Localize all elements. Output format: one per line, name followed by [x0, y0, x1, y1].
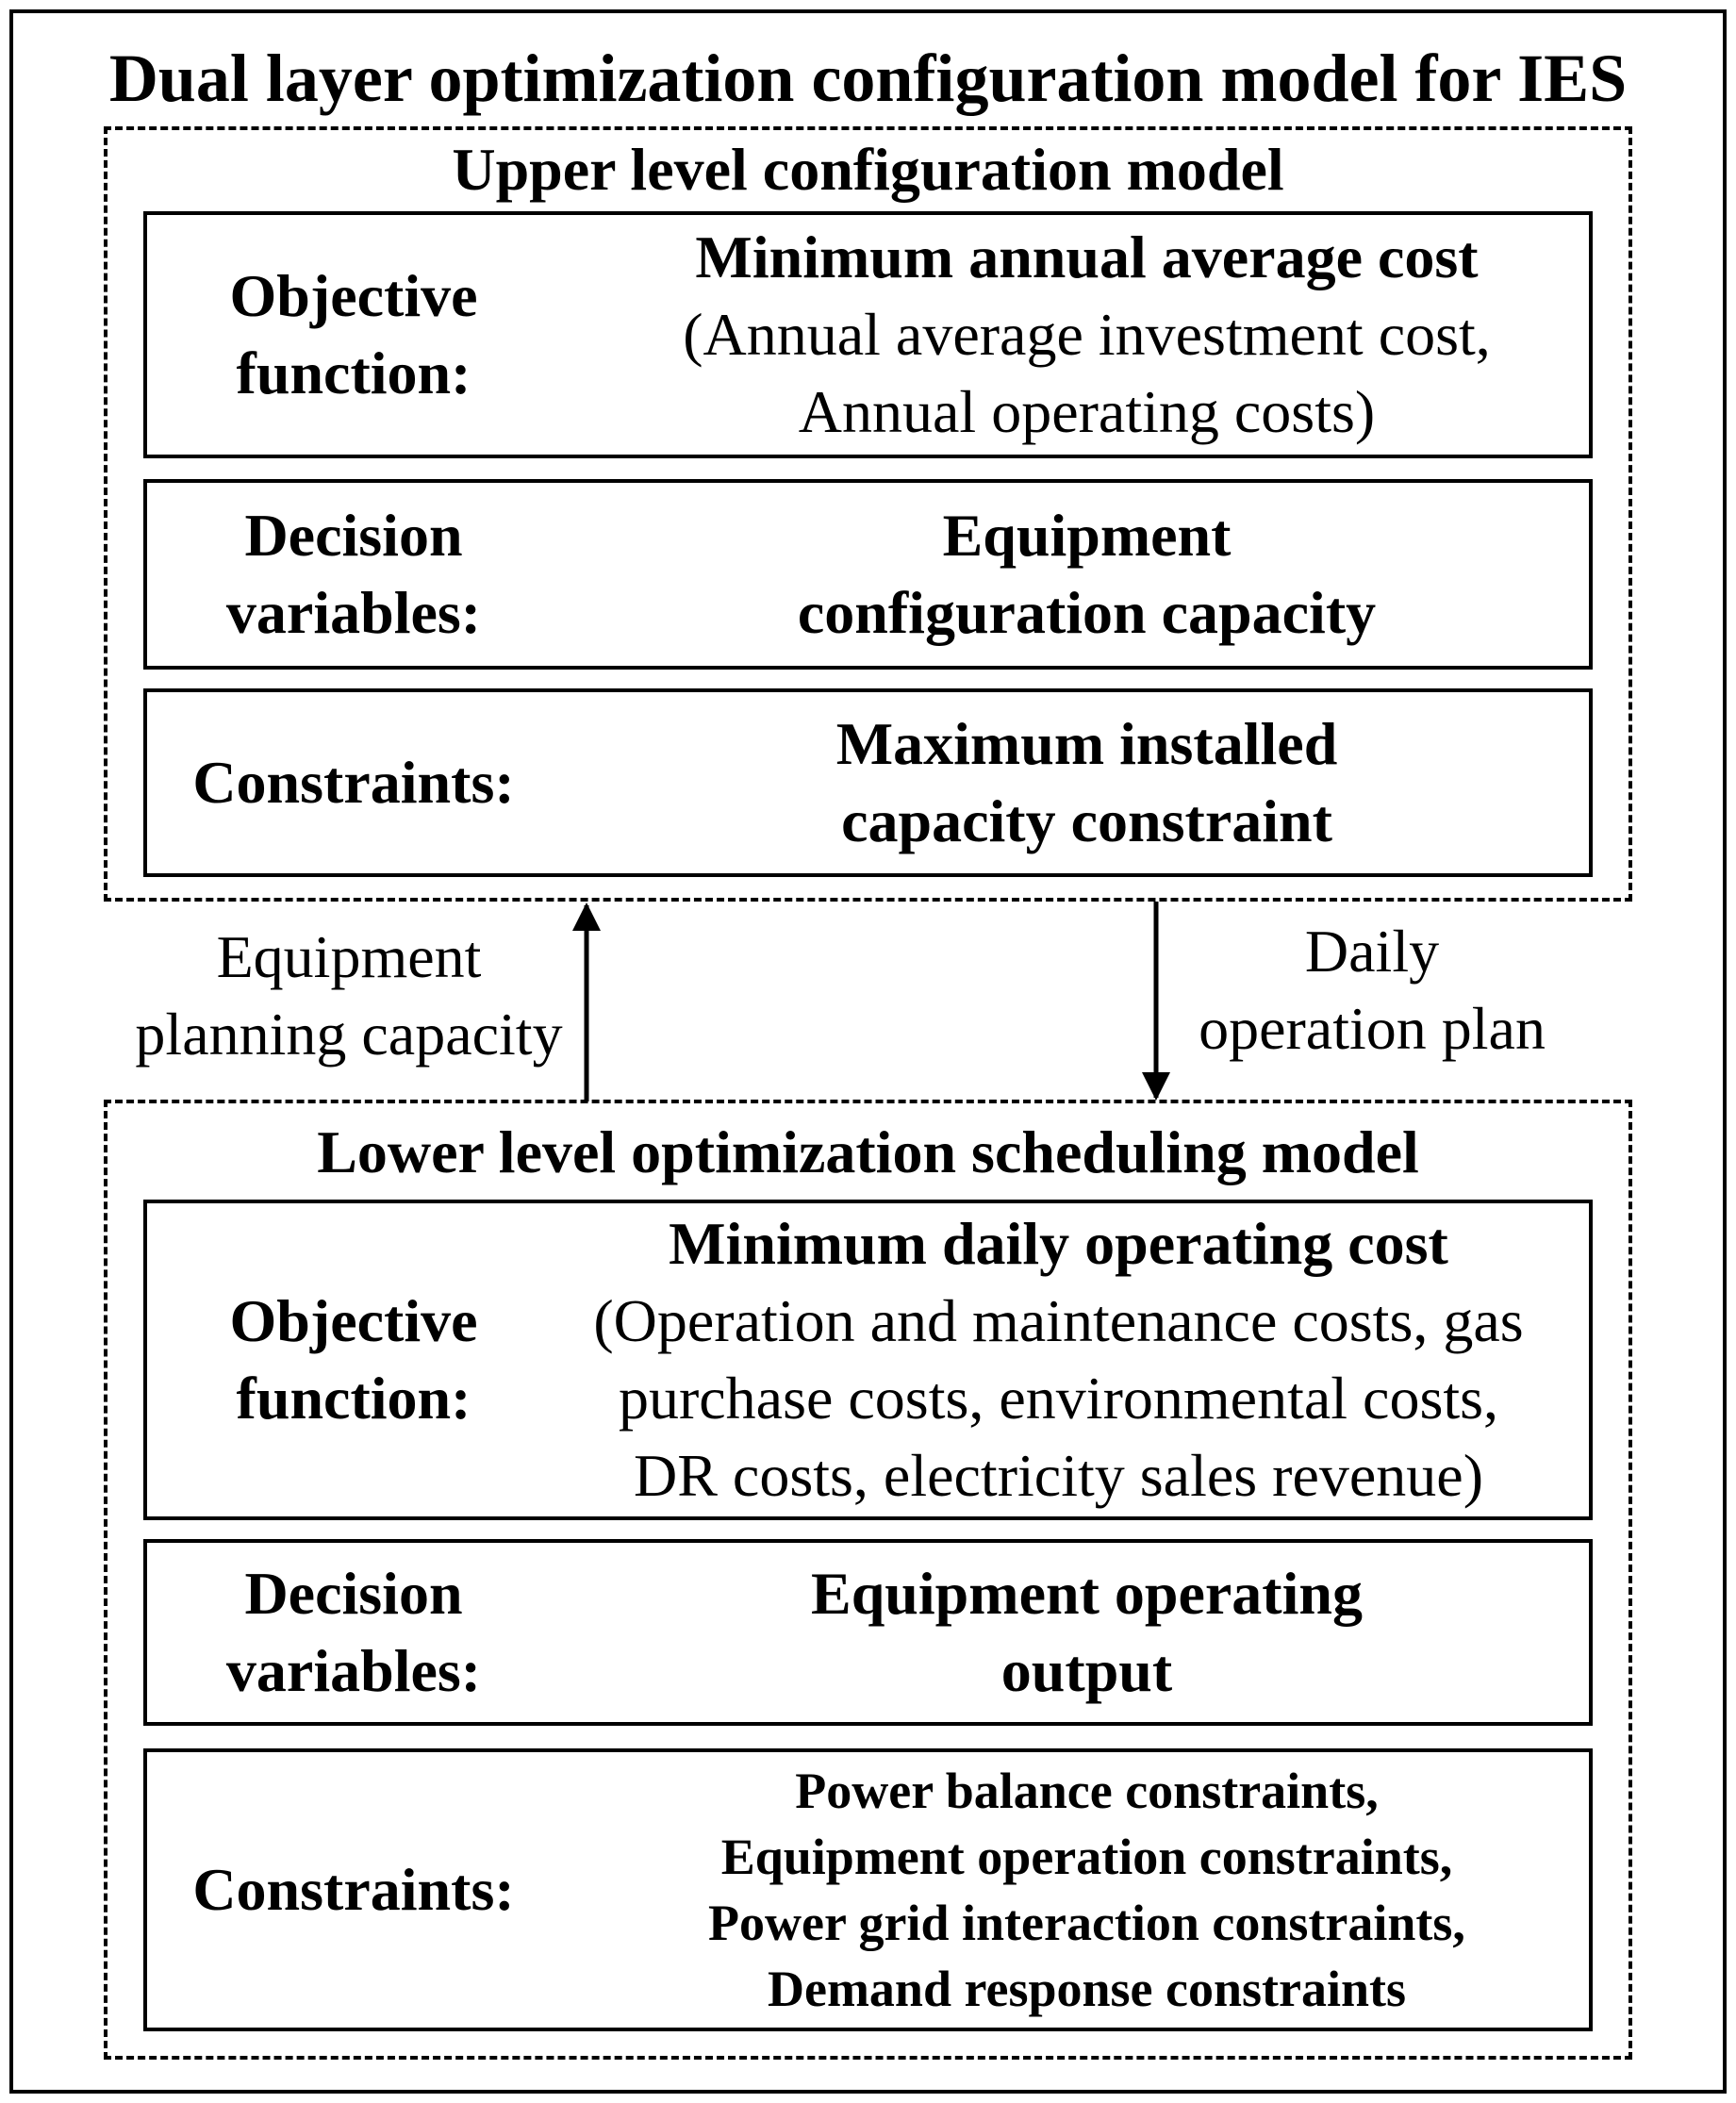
upper-objective-value: Minimum annual average cost (Annual aver… [683, 224, 1491, 445]
lower-level-group [104, 1100, 1632, 2060]
upper-objective-box [143, 211, 1593, 458]
diagram-frame [9, 9, 1727, 2094]
lower-constraints-label: Constraints: [192, 1856, 515, 1923]
lower-objective-value: Minimum daily operating cost (Operation … [593, 1210, 1524, 1509]
lower-constraints-box [143, 1748, 1593, 2031]
upper-level-title: Upper level configuration model [452, 136, 1284, 203]
upper-decision-box [143, 479, 1593, 670]
lower-decision-label: Decision variables: [225, 1560, 482, 1704]
down-arrow-label: Daily operation plan [1199, 918, 1546, 1062]
lower-constraints-value: Power balance constraints, Equipment ope… [708, 1763, 1465, 2017]
upper-decision-label: Decision variables: [225, 502, 482, 646]
upper-objective-label: Objective function: [229, 262, 478, 406]
lower-objective-box [143, 1200, 1593, 1520]
lower-objective-label: Objective function: [229, 1287, 478, 1432]
upper-constraints-label: Constraints: [192, 749, 515, 816]
lower-level-title: Lower level optimization scheduling mode… [317, 1118, 1419, 1185]
lower-decision-box [143, 1539, 1593, 1726]
upper-decision-value: Equipment configuration capacity [797, 502, 1377, 646]
up-arrow-label: Equipment planning capacity [135, 923, 563, 1068]
upper-constraints-value: Maximum installed capacity constraint [835, 710, 1338, 854]
upper-constraints-box [143, 688, 1593, 877]
lower-decision-value: Equipment operating output [811, 1560, 1363, 1704]
diagram-title: Dual layer optimization configuration mo… [108, 41, 1628, 116]
upper-level-group [104, 126, 1632, 902]
